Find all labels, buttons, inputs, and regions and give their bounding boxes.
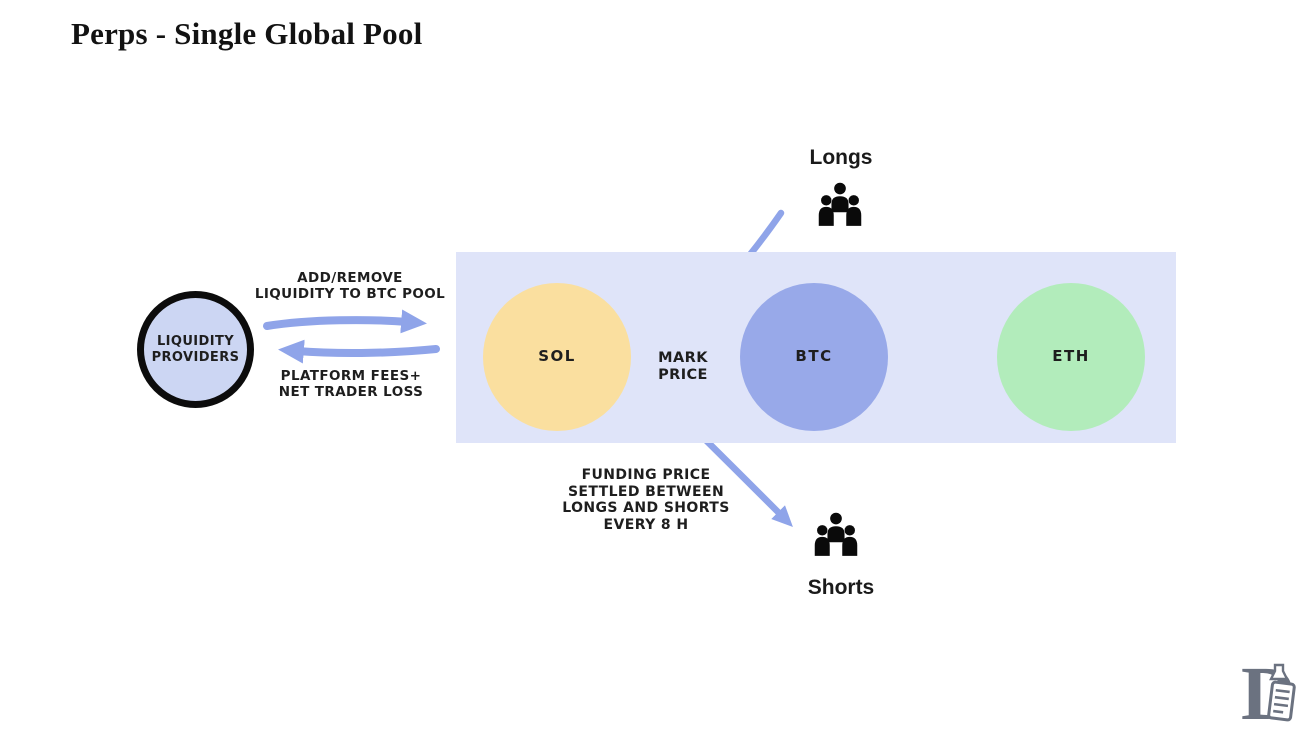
longs-label: Longs: [809, 146, 873, 169]
arrow-add-liquidity: [263, 309, 427, 334]
pool-asset-sol: SOL: [483, 283, 631, 431]
page-title: Perps - Single Global Pool: [71, 16, 423, 51]
longs-group-icon: [818, 182, 862, 226]
mark-price-label: MARK PRICE: [658, 350, 708, 384]
add-remove-liquidity-label: ADD/REMOVE LIQUIDITY TO BTC POOL: [254, 270, 446, 302]
eth-label: ETH: [1052, 347, 1090, 366]
arrow-fees-to-lp: [278, 339, 440, 364]
sol-label: SOL: [538, 347, 576, 366]
shorts-group-icon: [814, 512, 858, 556]
btc-label: BTC: [795, 347, 833, 366]
platform-fees-label: PLATFORM FEES+ NET TRADER LOSS: [278, 368, 424, 400]
shorts-label: Shorts: [807, 576, 875, 599]
liquidity-providers-node: LIQUIDITY PROVIDERS: [137, 291, 254, 408]
funding-price-note: FUNDING PRICE SETTLED BETWEEN LONGS AND …: [562, 467, 730, 533]
pool-asset-eth: ETH: [997, 283, 1145, 431]
pool-asset-btc: BTC: [740, 283, 888, 431]
liquidity-providers-label: LIQUIDITY PROVIDERS: [151, 334, 240, 365]
brand-logo: D: [1241, 653, 1296, 733]
